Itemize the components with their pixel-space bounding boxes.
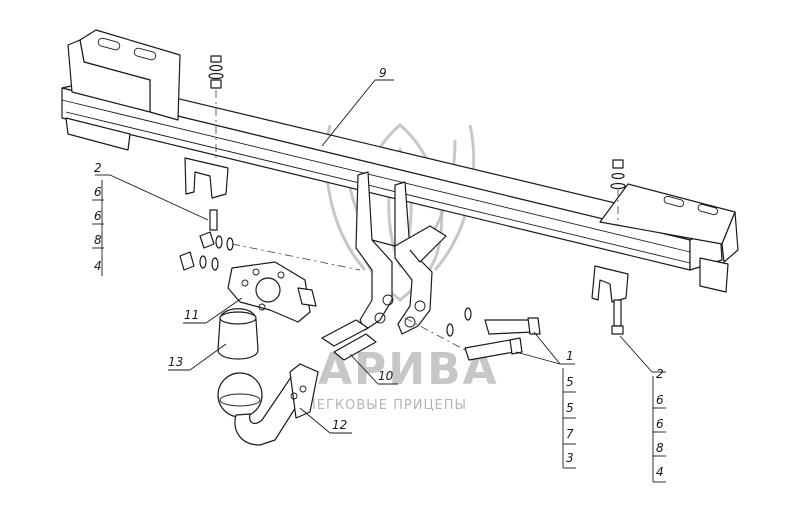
spacer-plate — [321, 319, 377, 361]
ball-cover — [217, 308, 259, 360]
bottom-stack-item: 7 — [566, 427, 574, 441]
callout-12: 12 — [332, 418, 347, 432]
left-stack-item: 6 — [94, 209, 102, 223]
left-stack-item: 8 — [94, 233, 102, 247]
right-stack-item: 6 — [656, 393, 664, 407]
bottom-stack-item: 3 — [566, 451, 574, 465]
cross-beam — [61, 29, 739, 303]
left-stack-item: 6 — [94, 185, 102, 199]
bottom-callout-stack: 1 5 5 7 3 — [563, 349, 576, 469]
left-stack-item: 2 — [94, 161, 102, 175]
right-callout-stack: 2 6 6 8 4 — [653, 367, 666, 483]
watermark-tagline: ЛЕГКОВЫЕ ПРИЦЕПЫ — [306, 398, 467, 413]
center-brackets — [355, 171, 447, 335]
right-stack-item: 2 — [656, 367, 664, 381]
callout-9: 9 — [379, 66, 387, 80]
left-stack-item: 4 — [94, 259, 102, 273]
callout-11: 11 — [184, 308, 199, 322]
callout-13: 13 — [168, 355, 183, 369]
bottom-stack-item: 5 — [566, 375, 574, 389]
bottom-stack-item: 1 — [566, 349, 574, 363]
fasteners — [179, 55, 626, 361]
left-callout-stack: 2 6 6 8 4 — [92, 161, 104, 273]
right-stack-item: 4 — [656, 465, 664, 479]
callout-10: 10 — [378, 369, 394, 383]
bottom-stack-item: 5 — [566, 401, 574, 415]
right-stack-item: 6 — [656, 417, 664, 431]
right-stack-item: 8 — [656, 441, 664, 455]
tow-ball-arm — [217, 363, 319, 446]
socket-plate — [227, 261, 317, 323]
